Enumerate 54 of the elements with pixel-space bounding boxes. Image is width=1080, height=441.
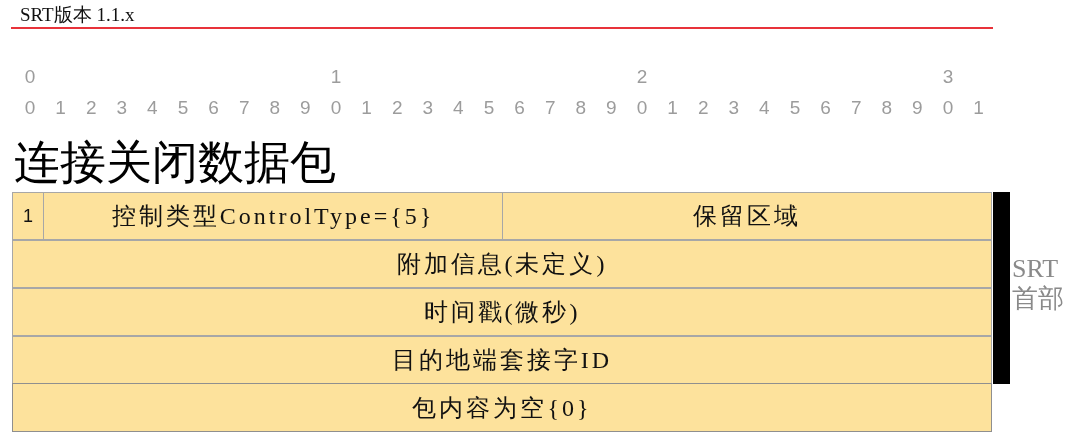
diagram-title: 连接关闭数据包 bbox=[14, 136, 336, 188]
bit-number: 5 bbox=[482, 97, 496, 119]
field-label: 1 bbox=[23, 205, 33, 228]
bit-number: 8 bbox=[574, 97, 588, 119]
bit-number: 1 bbox=[54, 97, 67, 119]
bit-number: 7 bbox=[237, 97, 251, 119]
bit-number: 0 bbox=[23, 97, 37, 119]
field-label: 目的地端套接字ID bbox=[391, 346, 613, 374]
bit-number: 6 bbox=[819, 97, 832, 119]
packet-field bbox=[12, 336, 992, 384]
bit-number: 7 bbox=[849, 97, 863, 119]
bit-number: 4 bbox=[452, 97, 465, 119]
bit-number: 3 bbox=[421, 97, 435, 119]
bit-number: 4 bbox=[146, 97, 159, 119]
bit-number: 7 bbox=[543, 97, 557, 119]
bracket-bar bbox=[993, 192, 1010, 384]
bit-number: 6 bbox=[207, 97, 220, 119]
bit-number: 0 bbox=[941, 97, 955, 119]
field-label: 附加信息(未定义) bbox=[396, 250, 608, 278]
bit-number: 1 bbox=[666, 97, 679, 119]
bit-number: 2 bbox=[635, 66, 649, 88]
bit-number: 1 bbox=[360, 97, 373, 119]
bracket-label: SRT 首部 bbox=[1012, 254, 1065, 314]
bit-number: 4 bbox=[758, 97, 771, 119]
bit-number: 3 bbox=[941, 66, 955, 88]
packet-field bbox=[502, 192, 992, 240]
bit-number: 0 bbox=[635, 97, 649, 119]
bit-number: 9 bbox=[911, 97, 924, 119]
bit-number: 2 bbox=[390, 97, 404, 119]
packet-field bbox=[43, 192, 503, 240]
bit-number: 5 bbox=[176, 97, 190, 119]
bit-number: 0 bbox=[23, 66, 37, 88]
packet-field bbox=[12, 288, 992, 336]
bit-number: 8 bbox=[268, 97, 282, 119]
bit-number: 3 bbox=[727, 97, 741, 119]
bit-number: 8 bbox=[880, 97, 894, 119]
bit-number: 0 bbox=[329, 97, 343, 119]
bit-number: 6 bbox=[513, 97, 526, 119]
packet-field bbox=[12, 383, 992, 432]
version-heading: SRT版本 1.1.x bbox=[20, 4, 135, 26]
bit-number: 1 bbox=[329, 66, 343, 88]
bit-number: 2 bbox=[84, 97, 98, 119]
bit-number: 2 bbox=[696, 97, 710, 119]
packet-field bbox=[12, 240, 992, 288]
bit-number: 5 bbox=[788, 97, 802, 119]
bit-number: 1 bbox=[972, 97, 985, 119]
field-label: 包内容为空{0} bbox=[412, 393, 592, 422]
bit-number: 9 bbox=[299, 97, 312, 119]
bit-number: 9 bbox=[605, 97, 618, 119]
field-label: 控制类型ControlType={5} bbox=[111, 202, 435, 230]
field-label: 保留区域 bbox=[693, 202, 801, 230]
field-label: 时间戳(微秒) bbox=[423, 298, 581, 326]
packet-field bbox=[12, 192, 44, 240]
bit-number: 3 bbox=[115, 97, 129, 119]
